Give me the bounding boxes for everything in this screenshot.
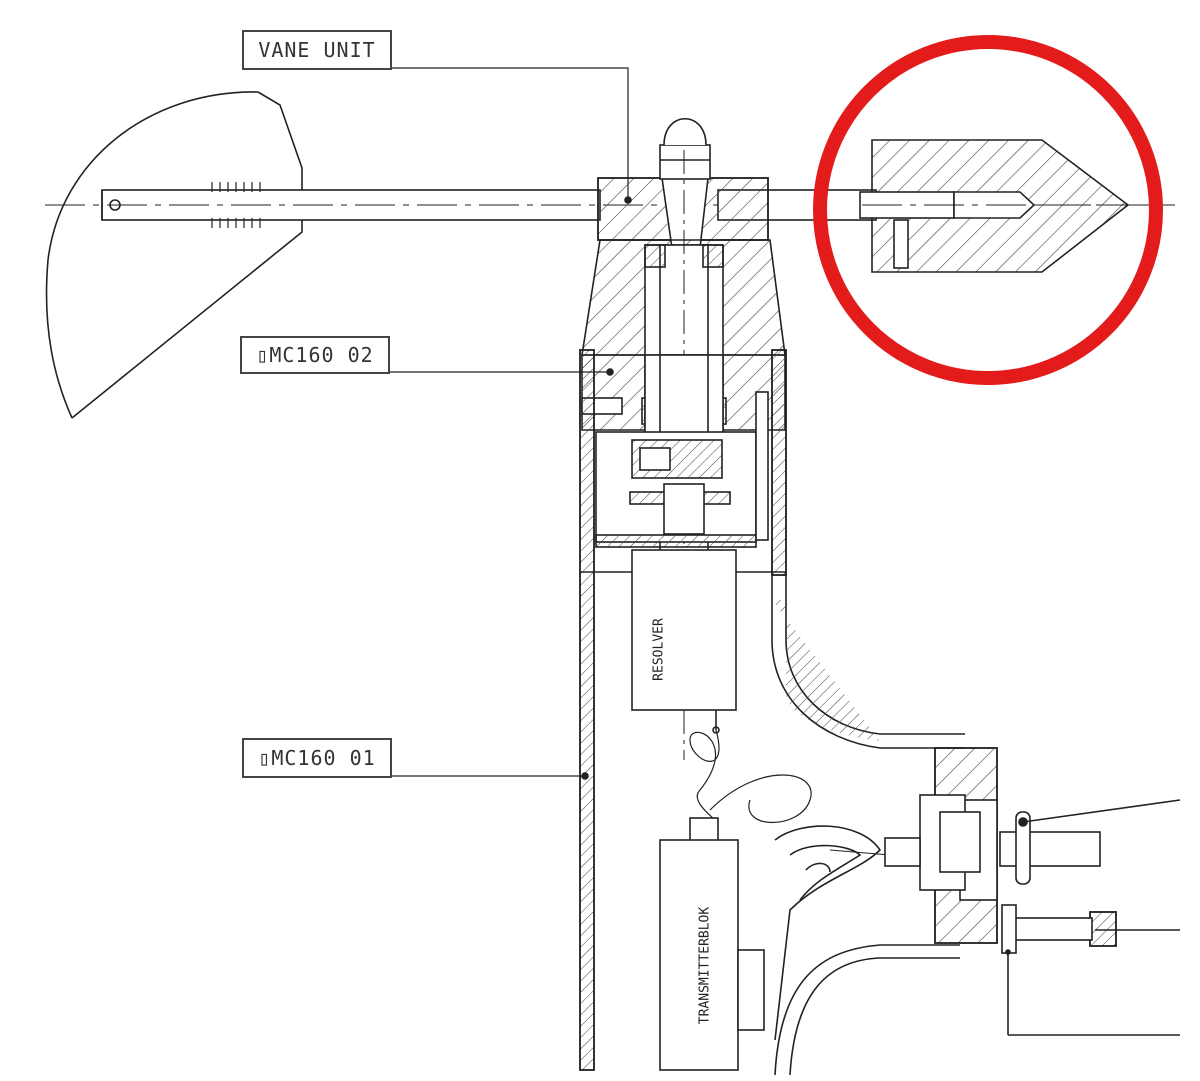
label-omc160-02: ▯MC160 02 bbox=[240, 336, 390, 374]
label-transmitterblok: TRANSMITTERBLOK bbox=[697, 906, 713, 1025]
tube-right-wall bbox=[771, 349, 787, 576]
vane-edge-top bbox=[71, 91, 303, 419]
bolt-shaft bbox=[1007, 917, 1093, 941]
label-vane-unit: VANE UNIT bbox=[242, 30, 392, 70]
bracket bbox=[774, 825, 882, 1041]
vane-arc bbox=[45, 91, 259, 419]
side-rod bbox=[755, 391, 769, 541]
label-vane-unit-text: VANE UNIT bbox=[258, 38, 376, 62]
tube-left-wall bbox=[579, 349, 595, 1071]
hub-nut bbox=[659, 144, 711, 180]
nose-cone-pin bbox=[893, 219, 909, 269]
highlight-circle bbox=[813, 35, 1163, 385]
transmitter-plug bbox=[689, 817, 719, 843]
connector-cable bbox=[999, 831, 1101, 867]
lower-housing-outer bbox=[774, 944, 960, 1076]
shaft-grip-marks bbox=[211, 182, 261, 228]
nose-cone-detail bbox=[859, 139, 1175, 273]
label-omc160-02-text: ▯MC160 02 bbox=[256, 343, 374, 367]
bolt-head bbox=[1089, 911, 1117, 947]
resolver-body bbox=[631, 549, 737, 711]
label-omc160-01: ▯MC160 01 bbox=[242, 738, 392, 778]
leader-vane-unit bbox=[390, 67, 629, 200]
wire bbox=[689, 729, 720, 821]
bearing-top bbox=[644, 244, 666, 268]
label-omc160-01-text: ▯MC160 01 bbox=[258, 746, 376, 770]
label-resolver: RESOLVER bbox=[651, 618, 667, 681]
transmitter-body bbox=[659, 839, 739, 1071]
